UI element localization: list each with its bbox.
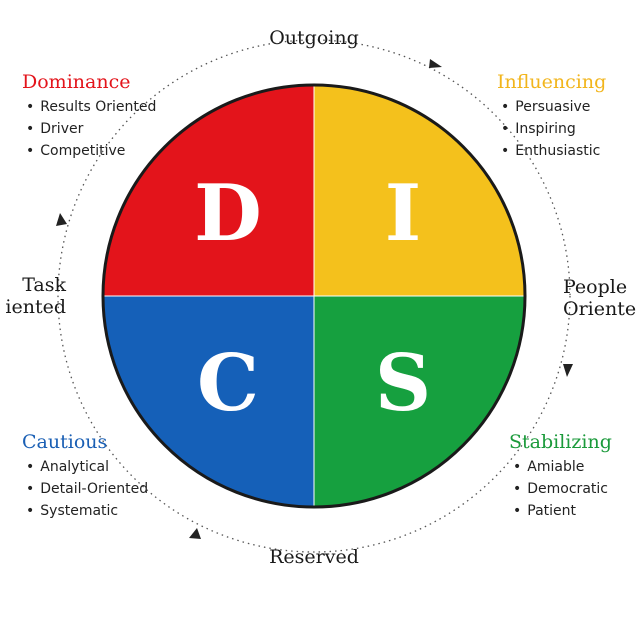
trait-item: Patient: [513, 500, 612, 522]
arrow-icon: [56, 213, 67, 226]
trait-item: Results Oriented: [26, 96, 156, 118]
trait-item: Democratic: [513, 478, 612, 500]
trait-list-dominance: Results Oriented Driver Competitive: [26, 96, 156, 162]
trait-list-stabilizing: Amiable Democratic Patient: [513, 456, 612, 522]
letter-s: S: [375, 338, 431, 429]
trait-item: Enthusiastic: [501, 140, 606, 162]
letter-d: D: [194, 168, 262, 259]
axis-label-right-line-2: Oriente: [563, 298, 637, 320]
trait-item: Analytical: [26, 456, 148, 478]
style-block-influencing: Influencing Persuasive Inspiring Enthusi…: [497, 70, 606, 162]
style-title-influencing: Influencing: [497, 71, 607, 93]
style-block-stabilizing: Stabilizing Amiable Democratic Patient: [509, 430, 612, 522]
trait-list-cautious: Analytical Detail-Oriented Systematic: [26, 456, 148, 522]
quadrant-i: [314, 86, 524, 296]
trait-item: Amiable: [513, 456, 612, 478]
trait-item: Inspiring: [501, 118, 606, 140]
trait-item: Systematic: [26, 500, 148, 522]
outer-ring: [57, 39, 571, 553]
arrow-icon: [429, 59, 442, 68]
arrow-icon: [189, 528, 201, 539]
style-title-dominance: Dominance: [22, 71, 131, 93]
style-title-cautious: Cautious: [22, 431, 108, 453]
quadrant-s: [314, 296, 524, 506]
wheel-letters: D I C S: [194, 168, 431, 429]
style-title-stabilizing: Stabilizing: [509, 431, 612, 453]
style-block-dominance: Dominance Results Oriented Driver Compet…: [22, 70, 156, 162]
arrow-icon: [563, 364, 573, 377]
axis-label-left-line-1: Task: [22, 274, 66, 296]
ring-arrows: [56, 59, 573, 539]
trait-item: Detail-Oriented: [26, 478, 148, 500]
letter-i: I: [385, 168, 422, 259]
axis-label-left: Task iented: [5, 274, 66, 318]
trait-item: Persuasive: [501, 96, 606, 118]
letter-c: C: [197, 338, 259, 429]
trait-item: Driver: [26, 118, 156, 140]
quadrant-c: [104, 296, 314, 506]
trait-list-influencing: Persuasive Inspiring Enthusiastic: [501, 96, 606, 162]
axis-label-right: People Oriente: [563, 276, 636, 320]
axis-label-left-line-2: iented: [5, 296, 66, 318]
disc-wheel: [101, 83, 527, 509]
quadrant-d: [104, 86, 314, 296]
axis-label-top: Outgoing: [269, 27, 359, 49]
trait-item: Competitive: [26, 140, 156, 162]
axis-label-right-line-1: People: [563, 276, 628, 298]
axis-label-bottom: Reserved: [269, 546, 359, 568]
wheel-outline: [101, 83, 527, 509]
style-block-cautious: Cautious Analytical Detail-Oriented Syst…: [22, 430, 148, 522]
